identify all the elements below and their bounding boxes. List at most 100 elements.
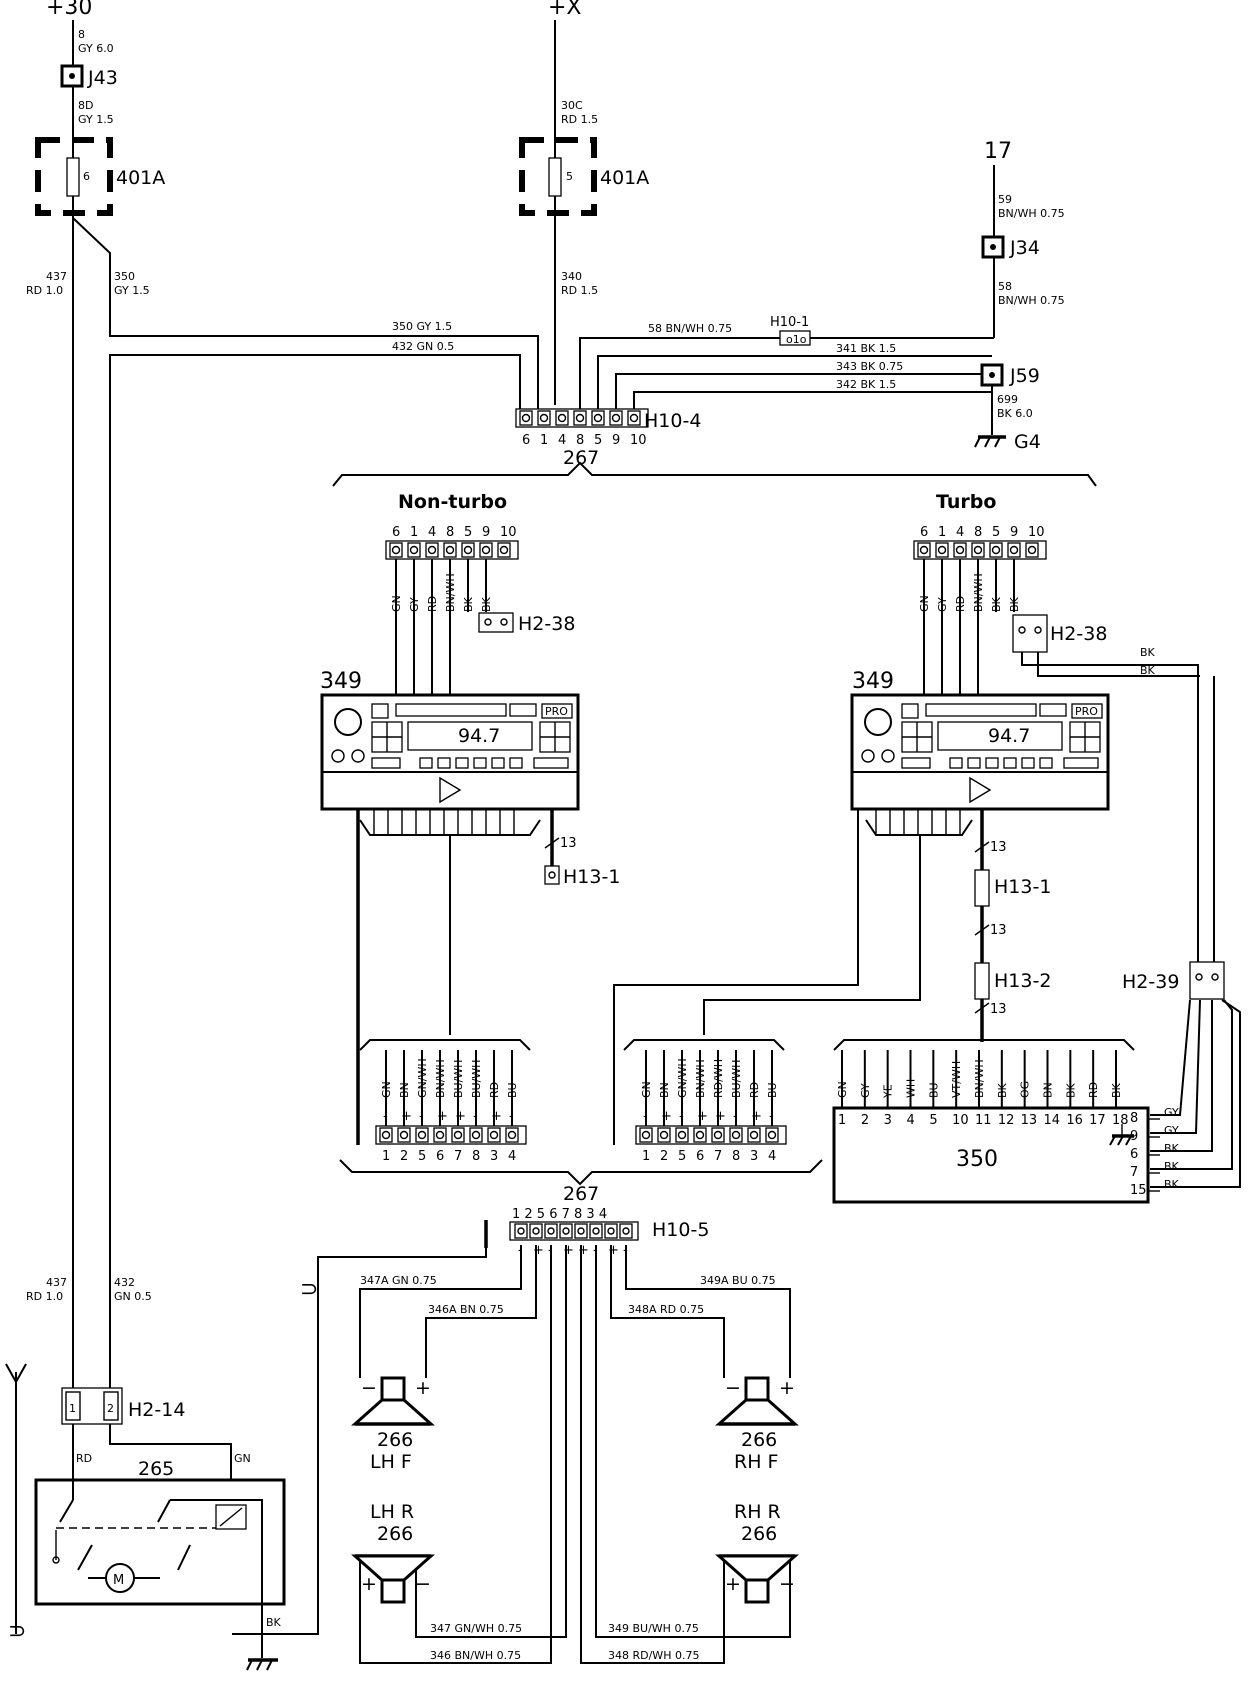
wire-347: 347 GN/WH 0.75 — [430, 1622, 522, 1635]
turbo-top-pin-5 — [1007, 542, 1021, 558]
h10-5-pinlabels: 1 2 5 6 7 8 3 4 — [512, 1207, 607, 1222]
amplifier-350-label: 350 — [956, 1147, 998, 1172]
h10-5-pol-4: + — [578, 1243, 589, 1258]
turbo-spk-pinlabel-3: 6 — [696, 1149, 704, 1164]
nonturbo-h2-38-label: H2-38 — [518, 613, 575, 635]
amplifier-wire-7: BK — [996, 1082, 1009, 1098]
h10-4-pin-0 — [519, 410, 533, 426]
turbo-top-pinnum-1: 1 — [938, 525, 946, 540]
turbo-spk-wire-2: GN/WH — [676, 1058, 689, 1098]
h2-14-pin1: 1 — [69, 1402, 76, 1415]
nonturbo-spk-wire-2: GN/WH — [416, 1058, 429, 1098]
nonturbo-top-wire-5: BK — [480, 596, 493, 612]
turbo-h13-2-label: H13-2 — [994, 970, 1051, 992]
h10-5-pol-3: + — [563, 1243, 574, 1258]
nonturbo-radio-preset-3 — [473, 757, 487, 769]
turbo-top-wire-3: BN/WH — [972, 573, 985, 612]
turbo-top-pinnum-6: 10 — [1028, 525, 1045, 540]
amplifier-rpin-3: 7 — [1130, 1165, 1138, 1180]
nonturbo-h13-1-label: H13-1 — [563, 866, 620, 888]
speaker-rhf-pos: RH F — [734, 1451, 778, 1473]
speaker-lhr-num: 266 — [377, 1523, 413, 1545]
wire-59-num: 59 — [998, 193, 1012, 206]
nonturbo-spk-wire-0: GN — [380, 1081, 393, 1098]
h10-4-pinlabel-6: 10 — [630, 433, 647, 448]
amplifier-wire-12: BK — [1110, 1082, 1123, 1098]
h2-14-pin2: 2 — [107, 1402, 114, 1415]
wire-348: 348 RD/WH 0.75 — [608, 1649, 699, 1662]
speaker-rhr-magnet — [744, 1578, 770, 1604]
turbo-w13-2: 13 — [990, 923, 1007, 938]
nonturbo-top-pinnum-0: 6 — [392, 525, 400, 540]
wire-346: 346 BN/WH 0.75 — [430, 1649, 521, 1662]
turbo-spk-pinlabel-4: 7 — [714, 1149, 722, 1164]
turbo-top-pin-1 — [935, 542, 949, 558]
nonturbo-spk-wire-7: BU — [506, 1082, 519, 1098]
wire-699-spec: BK 6.0 — [997, 407, 1033, 420]
junction-h10-1 — [779, 330, 811, 346]
fuse-left-frame — [35, 137, 113, 216]
antenna-box-label: 265 — [138, 1458, 174, 1480]
turbo-spk-pol-0: - — [643, 1109, 648, 1124]
nonturbo-top-pinnum-2: 4 — [428, 525, 436, 540]
nonturbo-spk-pol-2: - — [419, 1109, 424, 1124]
amplifier-pin-1: 2 — [861, 1113, 869, 1128]
h10-5-pin-3 — [559, 1223, 573, 1239]
h10-5-pin-1 — [529, 1223, 543, 1239]
ground-antenna-icon — [246, 1658, 278, 1671]
h10-4-pin-1 — [537, 410, 551, 426]
amplifier-pin-11: 17 — [1089, 1113, 1106, 1128]
wire-8d-spec: GY 1.5 — [78, 113, 114, 126]
turbo-spk-wire-6: RD — [748, 1082, 761, 1098]
brace-267-top — [332, 461, 1097, 487]
h10-4-pinlabel-2: 4 — [558, 433, 566, 448]
nonturbo-w13: 13 — [560, 836, 577, 851]
supply-plusx: +X — [548, 0, 582, 20]
wire-437-spec: RD 1.0 — [26, 284, 63, 297]
turbo-radio-label: 349 — [852, 669, 894, 694]
h10-4-pin-5 — [609, 410, 623, 426]
amplifier-wire-5: VT/WH — [950, 1061, 963, 1098]
brace-267-bottom — [339, 1159, 823, 1186]
wire-340-num: 340 — [561, 270, 582, 283]
amplifier-pin-5: 10 — [952, 1113, 969, 1128]
turbo-top-pinnum-0: 6 — [920, 525, 928, 540]
turbo-spk-pol-5: - — [733, 1109, 738, 1124]
nonturbo-radio-display-top — [395, 703, 507, 717]
amplifier-pin-4: 5 — [929, 1113, 937, 1128]
amplifier-rwire-3: BK — [1164, 1160, 1180, 1173]
supply-17: 17 — [984, 139, 1012, 164]
connector-h2-14 — [61, 1387, 123, 1425]
wire-349a: 349A BU 0.75 — [700, 1274, 776, 1287]
nonturbo-h13-1 — [544, 865, 560, 885]
amplifier-rwire-2: BK — [1164, 1142, 1180, 1155]
turbo-spk-pin-1 — [657, 1127, 671, 1143]
connector-267-bottom-label: 267 — [563, 1183, 599, 1205]
speaker-lhr-minus: − — [415, 1573, 431, 1595]
h10-5-pol-6: + — [608, 1243, 619, 1258]
turbo-radio-freq: 94.7 — [988, 725, 1030, 747]
wire-437b-num: 437 — [46, 1276, 67, 1289]
antenna-mast-icon — [5, 1363, 27, 1634]
wire-h341: 341 BK 1.5 — [836, 342, 896, 355]
amplifier-pin-10: 16 — [1066, 1113, 1083, 1128]
antenna-wire-rd: RD — [76, 1452, 92, 1465]
turbo-spk-pol-3: + — [697, 1109, 708, 1124]
fuse-right-frame — [519, 137, 597, 216]
wire-8-spec: GY 6.0 — [78, 42, 114, 55]
h10-5-pin-6 — [604, 1223, 618, 1239]
nonturbo-top-pinnum-4: 5 — [464, 525, 472, 540]
nonturbo-top-pin-5 — [479, 542, 493, 558]
turbo-spk-pin-0 — [639, 1127, 653, 1143]
nonturbo-spk-pinlabel-6: 3 — [490, 1149, 498, 1164]
amplifier-pin-8: 13 — [1021, 1113, 1038, 1128]
speaker-rhf-cone — [715, 1398, 799, 1426]
nonturbo-spk-pinlabel-5: 8 — [472, 1149, 480, 1164]
turbo-heading: Turbo — [936, 491, 996, 513]
turbo-h13-1-label: H13-1 — [994, 876, 1051, 898]
amplifier-wire-8: OG — [1019, 1081, 1032, 1098]
nonturbo-spk-pinlabel-2: 5 — [418, 1149, 426, 1164]
